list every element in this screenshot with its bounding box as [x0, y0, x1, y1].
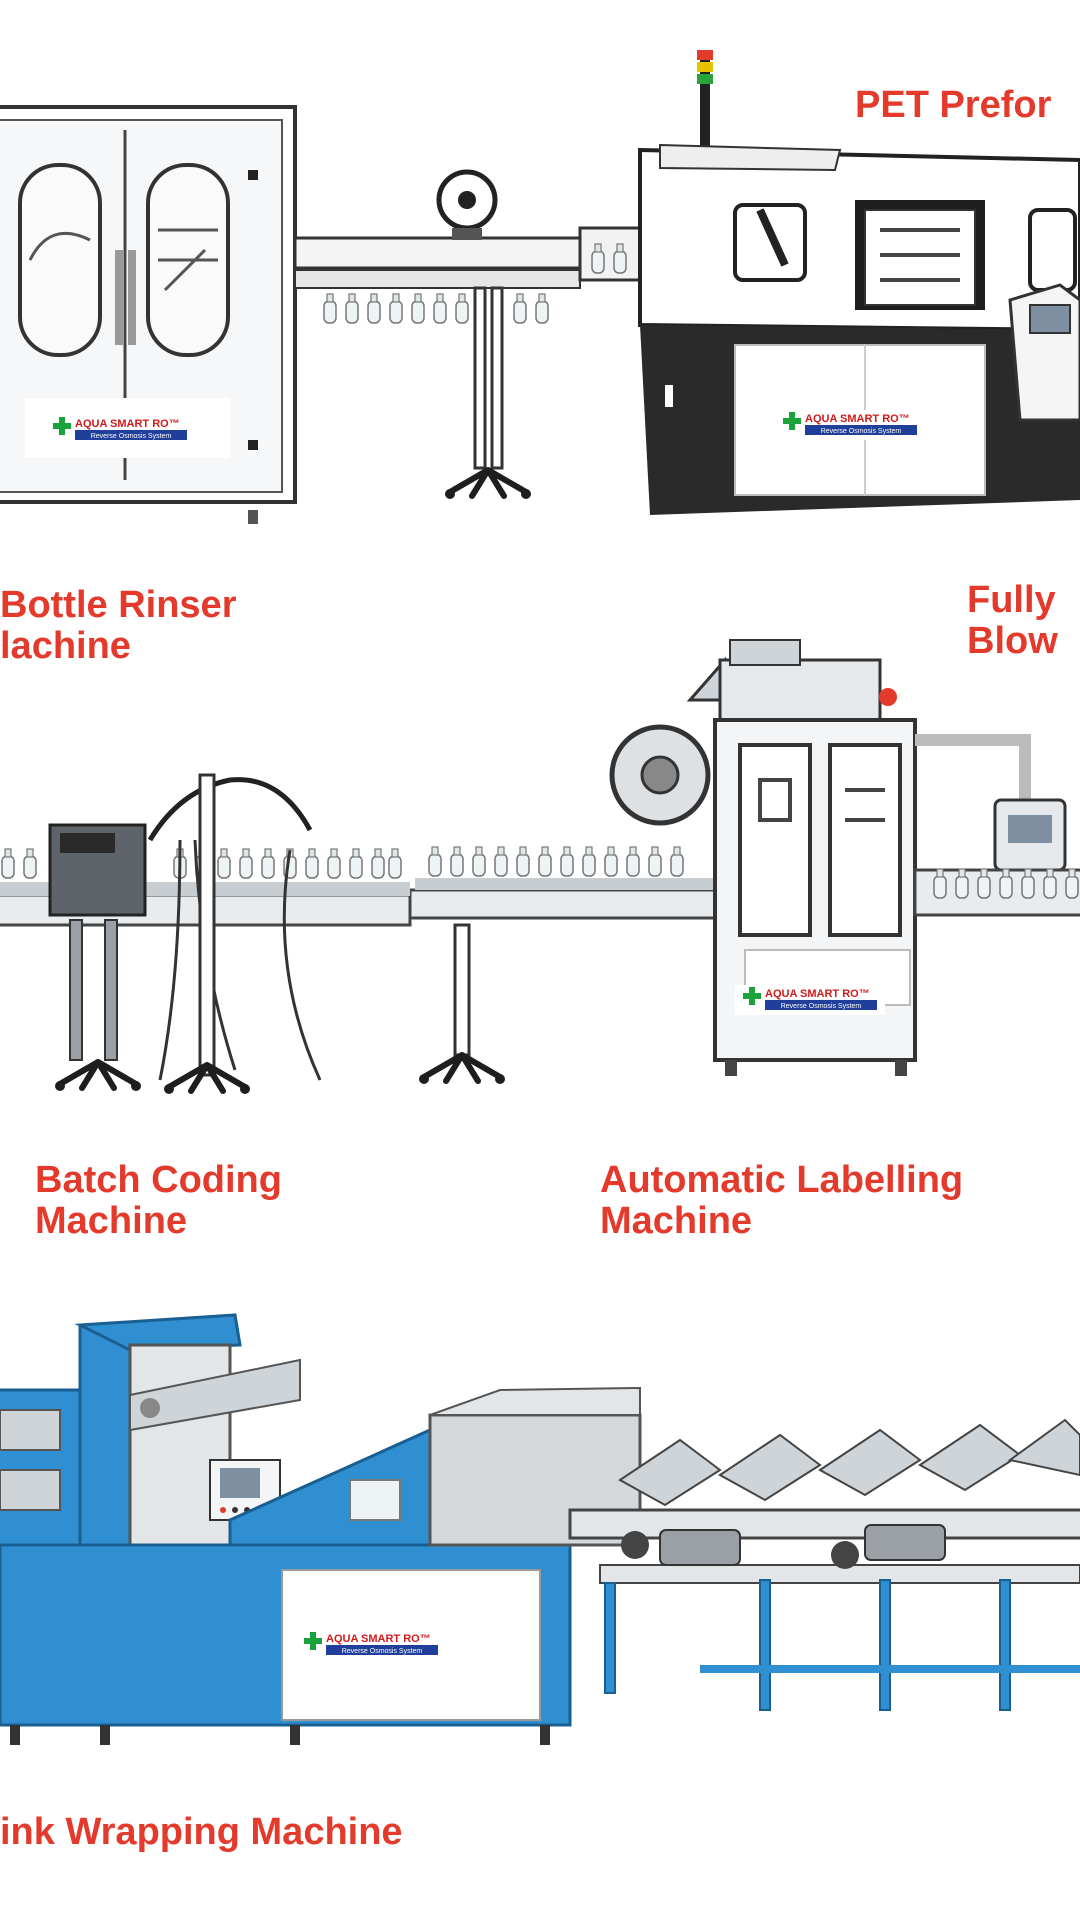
blow-molding-machine: [578, 50, 1080, 515]
fully-blow-label: Fully Blow: [967, 580, 1058, 662]
labelling-label: Automatic Labelling Machine: [600, 1160, 963, 1242]
shrink-wrapping-label: ink Wrapping Machine: [0, 1812, 403, 1853]
batch-coding-label: Batch Coding Machine: [35, 1160, 282, 1242]
air-conveyor: [293, 169, 582, 499]
labelling-line1: Automatic Labelling: [600, 1159, 964, 1201]
shrink-wrapping-text: ink Wrapping Machine: [0, 1811, 403, 1853]
fully-blow-line1: Fully: [967, 579, 1056, 621]
batch-coding-line2: Machine: [35, 1200, 188, 1242]
batch-coding-machine: [48, 773, 322, 1094]
shrink-wrapping-machine: [0, 1313, 642, 1745]
fully-blow-line2: Blow: [967, 620, 1058, 662]
bottle-rinser-line2: lachine: [0, 625, 131, 667]
labelling-line2: Machine: [600, 1200, 753, 1242]
bottle-rinser-label: Bottle Rinser lachine: [0, 585, 236, 667]
brand-logo: [296, 1630, 446, 1660]
brand-logo: [735, 985, 885, 1015]
pet-preform-text: PET Prefor: [855, 84, 1052, 126]
brand-logo: [775, 410, 925, 440]
bottle-rinser-line1: Bottle Rinser: [0, 584, 237, 626]
bottle-rinser-machine: [0, 105, 297, 524]
batch-coding-line1: Batch Coding: [35, 1159, 282, 1201]
outfeed-conveyor: [568, 1418, 1080, 1711]
pet-preform-label: PET Prefor: [855, 85, 1051, 126]
labelling-machine: [609, 639, 1080, 1076]
brand-logo: [45, 415, 195, 445]
